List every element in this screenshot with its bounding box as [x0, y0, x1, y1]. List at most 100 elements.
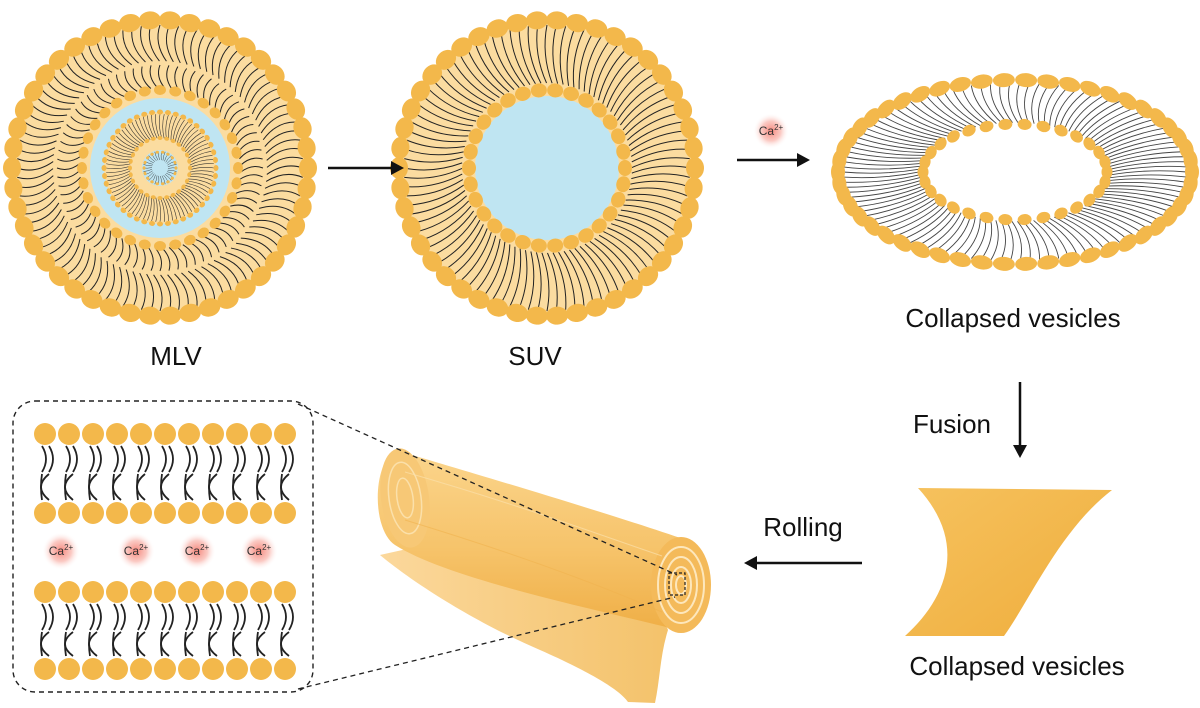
lipid-head	[180, 216, 187, 222]
lipid-head	[154, 581, 176, 603]
lipid-head	[23, 234, 44, 256]
lipid-head	[212, 157, 218, 164]
lipid-head	[183, 90, 196, 102]
lipid-head	[226, 191, 238, 204]
lipid-tail	[566, 27, 576, 86]
lipid-tail	[607, 227, 655, 263]
lipid-tail	[1088, 202, 1155, 225]
lipid-head	[187, 158, 192, 164]
lipid-head	[34, 658, 56, 680]
lipid-head	[1017, 214, 1032, 226]
lipid-tail	[845, 177, 921, 188]
lipid-head	[970, 255, 993, 270]
fusion-label: Fusion	[913, 409, 991, 439]
lipid-tail	[234, 60, 255, 92]
lipid-tail	[148, 155, 156, 162]
lipid-tail	[40, 631, 50, 657]
lipid-tail	[630, 139, 688, 157]
lipid-tail	[925, 212, 962, 249]
lipid-tail	[613, 73, 655, 117]
lipid-tail	[190, 29, 198, 67]
lipid-head	[892, 92, 912, 110]
lipid-head	[130, 152, 136, 158]
lipid-tail	[140, 26, 153, 62]
lipid-head	[637, 49, 659, 70]
lipid-head	[138, 239, 151, 250]
lipid-tail	[620, 209, 676, 232]
lipid-tail	[856, 136, 930, 151]
lipid-head	[213, 165, 219, 171]
lipid-head	[142, 166, 146, 170]
lipid-head	[157, 136, 163, 140]
lipid-head	[250, 502, 272, 524]
lipid-tail	[174, 26, 181, 64]
lipid-tail	[406, 179, 464, 197]
lipid-tail	[135, 119, 149, 141]
lipid-head	[114, 201, 121, 208]
lipid-tail	[89, 603, 95, 631]
lipid-tail	[631, 173, 690, 180]
lipid-head	[211, 149, 217, 156]
lipid-tail	[185, 603, 191, 631]
lipid-tail	[195, 239, 212, 258]
lipid-tail	[236, 132, 257, 146]
lipid-head	[199, 128, 206, 135]
lipid-tail	[161, 175, 166, 185]
lipid-head	[202, 423, 224, 445]
lipid-tail	[207, 263, 232, 292]
lipid-tail	[624, 104, 676, 136]
lipid-tail	[1108, 151, 1183, 165]
lipid-head	[217, 289, 239, 309]
lipid-head	[106, 502, 128, 524]
lipid-head	[193, 122, 200, 129]
lipid-tail	[40, 473, 50, 501]
lipid-tail	[143, 168, 153, 172]
lipid-tail	[131, 192, 144, 215]
lipid-tail	[258, 104, 289, 127]
lipid-tail	[162, 114, 165, 139]
lipid-tail	[475, 238, 501, 293]
lipid-head	[166, 180, 170, 184]
lipid-head	[202, 502, 224, 524]
lipid-head	[209, 107, 221, 119]
lipid-tail	[1107, 146, 1181, 162]
lipid-head	[395, 117, 414, 139]
lipid-tail	[106, 163, 131, 166]
lipid-tail	[113, 181, 134, 197]
lipid-tail	[1109, 161, 1186, 170]
lipid-tail	[147, 115, 156, 139]
lipid-head	[184, 152, 190, 158]
lipid-tail	[48, 445, 54, 473]
lipid-head	[401, 216, 421, 238]
lipid-head	[637, 266, 659, 287]
lipid-head	[170, 156, 174, 160]
lipid-head	[143, 171, 147, 176]
lipid-head	[286, 216, 306, 238]
lipid-head	[124, 234, 137, 246]
lipid-head	[164, 110, 171, 116]
lipid-head	[233, 162, 243, 174]
lipid-head	[118, 303, 141, 322]
lipid-tail	[1076, 208, 1136, 237]
lipid-tail	[408, 184, 465, 206]
lipid-head	[154, 85, 166, 95]
lipid-head	[101, 165, 107, 171]
lipid-tail	[72, 54, 101, 80]
lipid-tail	[509, 29, 531, 86]
lipid-tail	[909, 100, 962, 132]
lipid-tail	[52, 233, 76, 263]
lipid-head	[209, 217, 221, 229]
lipid-head	[144, 138, 150, 144]
lipid-tail	[158, 113, 163, 139]
lipid-head	[1079, 80, 1101, 97]
lipid-head	[391, 136, 410, 159]
lipid-tail	[209, 603, 215, 631]
lipid-head	[188, 165, 192, 171]
lipid-head	[297, 177, 316, 200]
lipid-tail	[111, 179, 133, 193]
collapsed-vesicles-label-top: Collapsed vesicles	[905, 303, 1120, 333]
lipid-tail	[176, 121, 189, 144]
lipid-tail	[104, 264, 116, 301]
lipid-head	[1037, 255, 1060, 270]
lipid-tail	[1102, 132, 1170, 154]
